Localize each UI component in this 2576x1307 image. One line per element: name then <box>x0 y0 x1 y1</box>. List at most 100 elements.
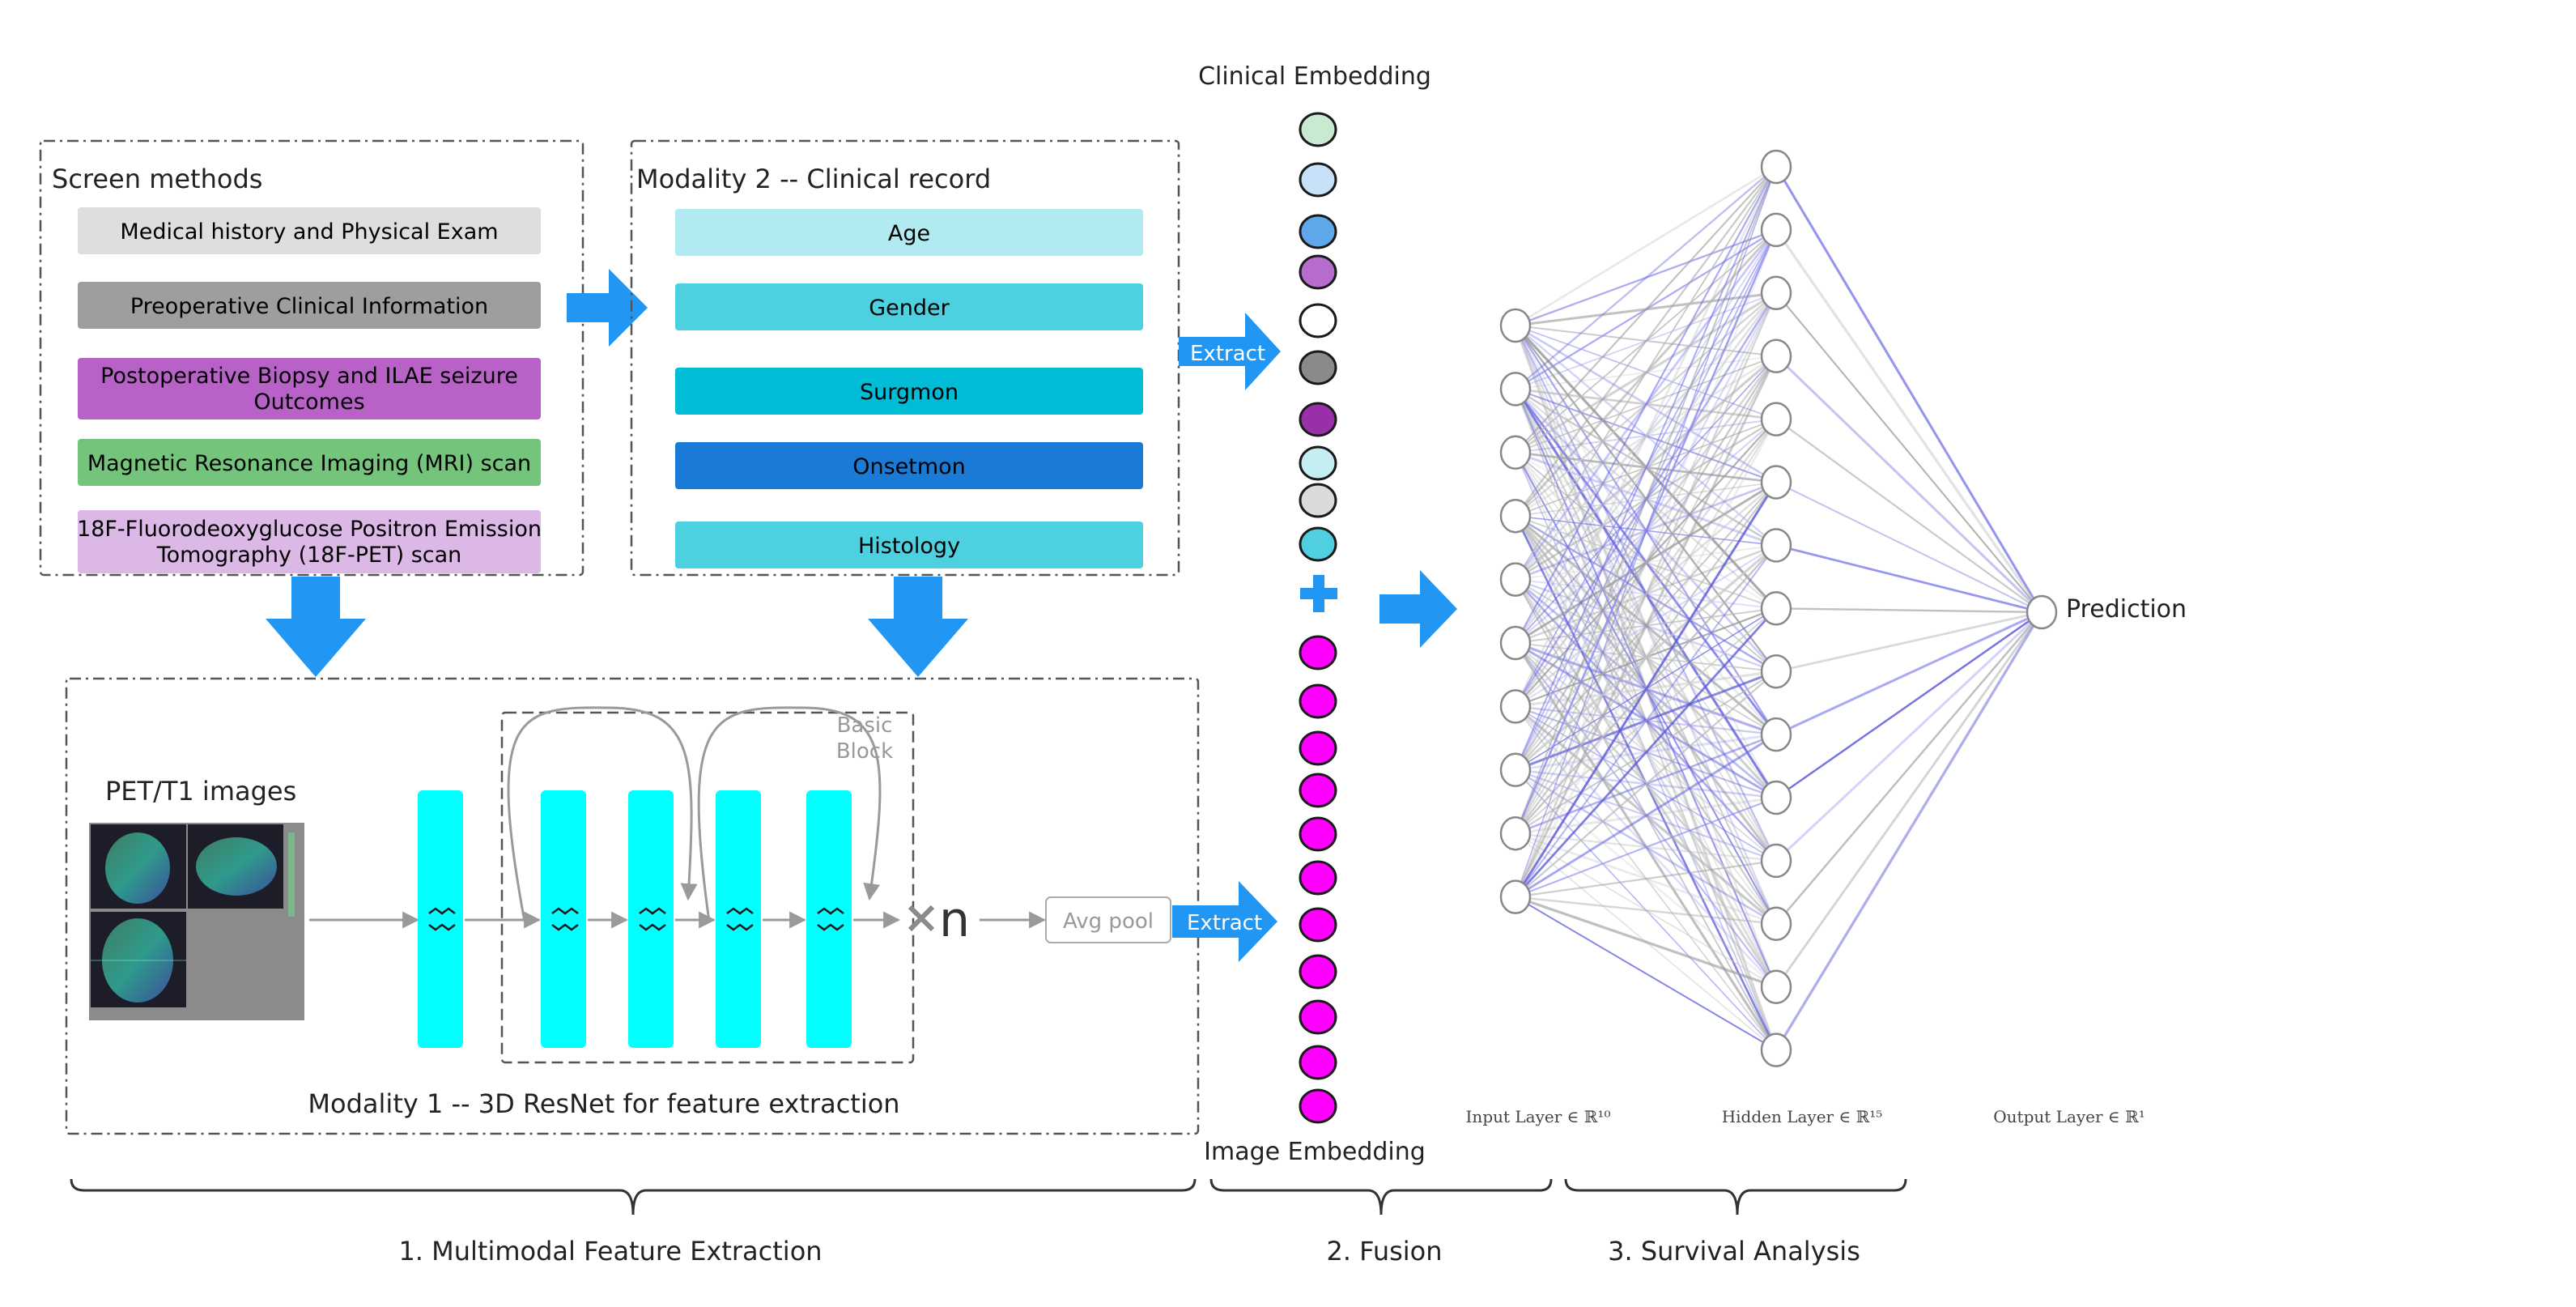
arrow-right-icon <box>567 269 648 347</box>
network-edge <box>1514 481 1778 898</box>
repeat-label: n <box>939 892 970 948</box>
modality1-panel: PET/T1 images <box>65 677 1200 1135</box>
clinical-embedding-node <box>1299 254 1337 290</box>
hidden-neuron <box>1760 969 1792 1004</box>
image-embedding-node <box>1299 1045 1337 1080</box>
network-edge <box>1514 607 1778 898</box>
network-edge <box>1775 418 2043 613</box>
input-layer-label: Input Layer ∈ ℝ¹⁰ <box>1466 1107 1611 1126</box>
network-edge <box>1515 166 1777 581</box>
network-edges <box>1514 165 2043 1051</box>
network-edge <box>1775 544 2043 614</box>
extract-arrow-clinical: Extract <box>1179 313 1281 390</box>
input-neuron <box>1499 308 1532 343</box>
clinical-item-onsetmon: Onsetmon <box>852 454 966 479</box>
output-layer-label: Output Layer ∈ ℝ¹ <box>1993 1107 2145 1126</box>
network-edge <box>1515 229 1777 644</box>
network-edge <box>1775 611 2043 925</box>
network-edge <box>1515 733 1777 898</box>
network-edge <box>1775 481 2043 613</box>
network-edge <box>1515 166 1777 771</box>
conv-layer <box>716 790 761 1048</box>
hidden-neuron <box>1760 338 1792 373</box>
network-edge <box>1775 611 2043 673</box>
clinical-item-box <box>675 209 1143 256</box>
input-neuron <box>1499 562 1532 597</box>
stage-braces <box>70 1178 1907 1215</box>
hidden-neuron <box>1760 780 1792 815</box>
clinical-item-box <box>675 283 1143 330</box>
screen-item-box <box>78 510 541 573</box>
screen-item-mri: Magnetic Resonance Imaging (MRI) scan <box>87 451 531 476</box>
image-embedding-node <box>1299 954 1337 990</box>
input-neuron <box>1499 689 1532 724</box>
extract-label: Extract <box>1187 911 1262 935</box>
clinical-embedding-column <box>1299 112 1337 562</box>
screen-item-box <box>78 282 541 329</box>
input-neuron <box>1499 752 1532 788</box>
hidden-neuron <box>1760 717 1792 752</box>
skip-connection <box>507 706 698 922</box>
stage-label-survival-analysis: 3. Survival Analysis <box>1608 1236 1860 1267</box>
conv-layer <box>628 790 674 1048</box>
network-edge <box>1775 166 2043 613</box>
input-neuron <box>1499 879 1532 914</box>
input-neuron <box>1499 435 1532 470</box>
extract-arrow-image: Extract <box>1172 881 1277 962</box>
pet-t1-image <box>89 823 304 1020</box>
network-edge <box>1775 611 2043 988</box>
clinical-item-box <box>675 368 1143 415</box>
network-edge <box>1514 166 1778 708</box>
input-neuron <box>1499 498 1532 534</box>
network-edge <box>1775 611 2043 862</box>
clinical-embedding-node <box>1299 303 1337 338</box>
image-embedding-node <box>1299 635 1337 671</box>
network-edge <box>1515 671 1777 898</box>
clinical-item-surgmon: Surgmon <box>860 380 959 405</box>
clinical-item-gender: Gender <box>869 296 950 321</box>
arrow-down-icon <box>868 577 968 677</box>
network-edge <box>1515 166 1777 390</box>
network-edge <box>1514 292 1778 898</box>
network-edge <box>1515 165 1777 327</box>
screen-item-pet-line2: Tomography (18F-PET) scan <box>156 543 462 568</box>
image-embedding-node <box>1299 860 1337 896</box>
conv-layer <box>541 790 586 1048</box>
image-embedding-label: Image Embedding <box>1204 1138 1426 1166</box>
screen-methods-title: Screen methods <box>52 164 262 194</box>
image-embedding-node <box>1299 1088 1337 1124</box>
hidden-neuron <box>1760 275 1792 311</box>
basic-block-label-line2: Block <box>836 739 893 764</box>
image-embedding-node <box>1299 683 1337 719</box>
screen-item-postoperative-line1: Postoperative Biopsy and ILAE seizure <box>100 364 518 389</box>
image-embedding-node <box>1299 907 1337 943</box>
network-edge <box>1514 355 1778 771</box>
network-edge <box>1515 896 1777 1051</box>
prediction-label: Prediction <box>2066 595 2187 624</box>
network-edge <box>1515 544 1777 898</box>
conv-layer <box>418 790 463 1048</box>
plus-icon <box>1300 575 1337 612</box>
modality1-title: Modality 1 -- 3D ResNet for feature extr… <box>308 1088 899 1119</box>
network-edge <box>1515 705 1777 1051</box>
images-label: PET/T1 images <box>105 776 296 807</box>
stage-label-fusion: 2. Fusion <box>1326 1236 1442 1267</box>
network-edge <box>1775 611 2043 1051</box>
basic-block-label-line1: Basic <box>837 713 893 738</box>
clinical-embedding-node <box>1299 402 1337 437</box>
clinical-embedding-node <box>1299 112 1337 147</box>
hidden-neuron <box>1760 528 1792 563</box>
skip-connection <box>697 706 882 922</box>
image-embedding-node <box>1299 773 1337 808</box>
input-neuron <box>1499 372 1532 407</box>
clinical-embedding-node <box>1299 526 1337 562</box>
network-edge <box>1775 611 2043 799</box>
hidden-neuron <box>1760 149 1792 185</box>
clinical-embedding-node <box>1299 483 1337 518</box>
screen-item-box <box>78 439 541 486</box>
modality2-title: Modality 2 -- Clinical record <box>636 164 991 194</box>
clinical-embedding-node <box>1299 350 1337 385</box>
hidden-neuron <box>1760 465 1792 500</box>
hidden-neuron <box>1760 591 1792 626</box>
